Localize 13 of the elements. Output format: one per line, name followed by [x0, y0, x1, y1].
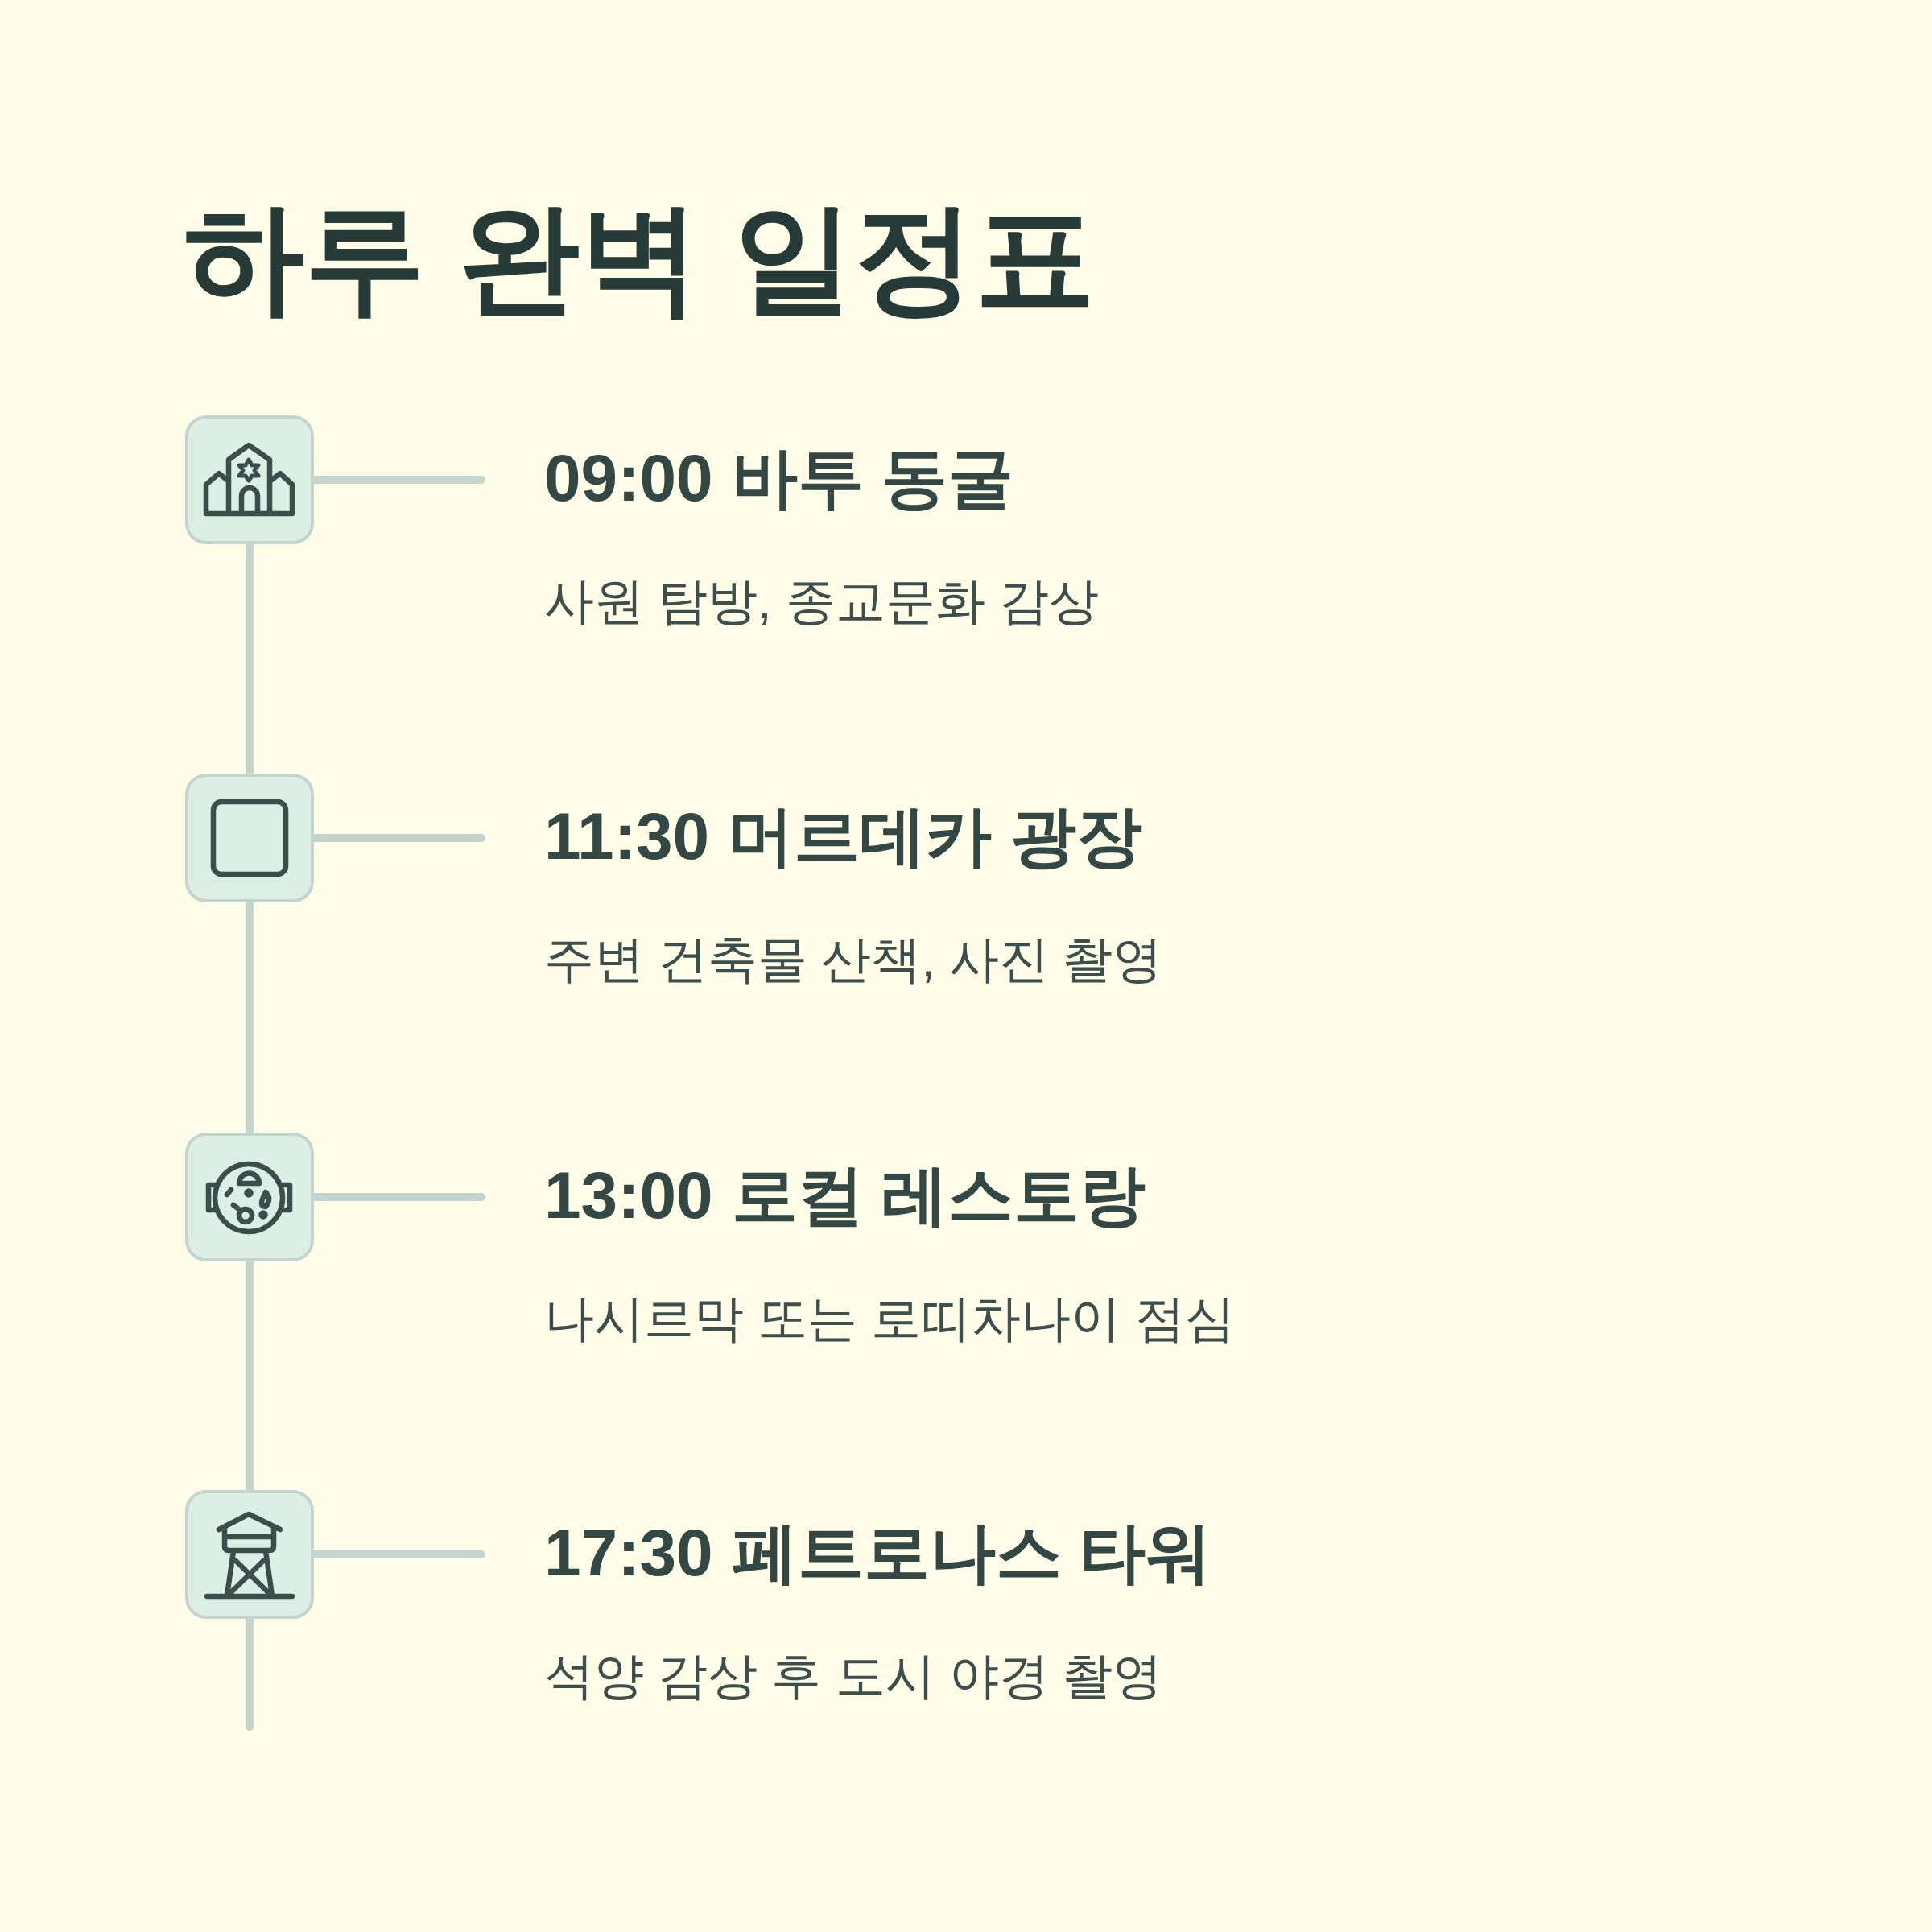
stop-title: 11:30 머르데카 광장: [544, 798, 1142, 874]
stop-description: 나시르막 또는 로띠차나이 점심: [544, 1289, 1235, 1348]
stop-title: 17:30 페트로나스 타워: [544, 1514, 1212, 1591]
stop-description: 주변 건축물 산책, 사진 촬영: [544, 930, 1163, 989]
icon-tile: [185, 1490, 314, 1619]
stop-description: 사원 탐방, 종교문화 감상: [544, 572, 1099, 630]
stop-title: 09:00 바투 동굴: [544, 440, 1014, 516]
icon-tile: [185, 774, 314, 902]
stop-title: 13:00 로컬 레스토랑: [544, 1157, 1146, 1233]
icon-tile: [185, 415, 314, 544]
icon-tile: [185, 1133, 314, 1261]
page-title: 하루 완벽 일정표: [184, 189, 1096, 327]
stop-description: 석양 감상 후 도시 야경 촬영: [544, 1646, 1163, 1705]
